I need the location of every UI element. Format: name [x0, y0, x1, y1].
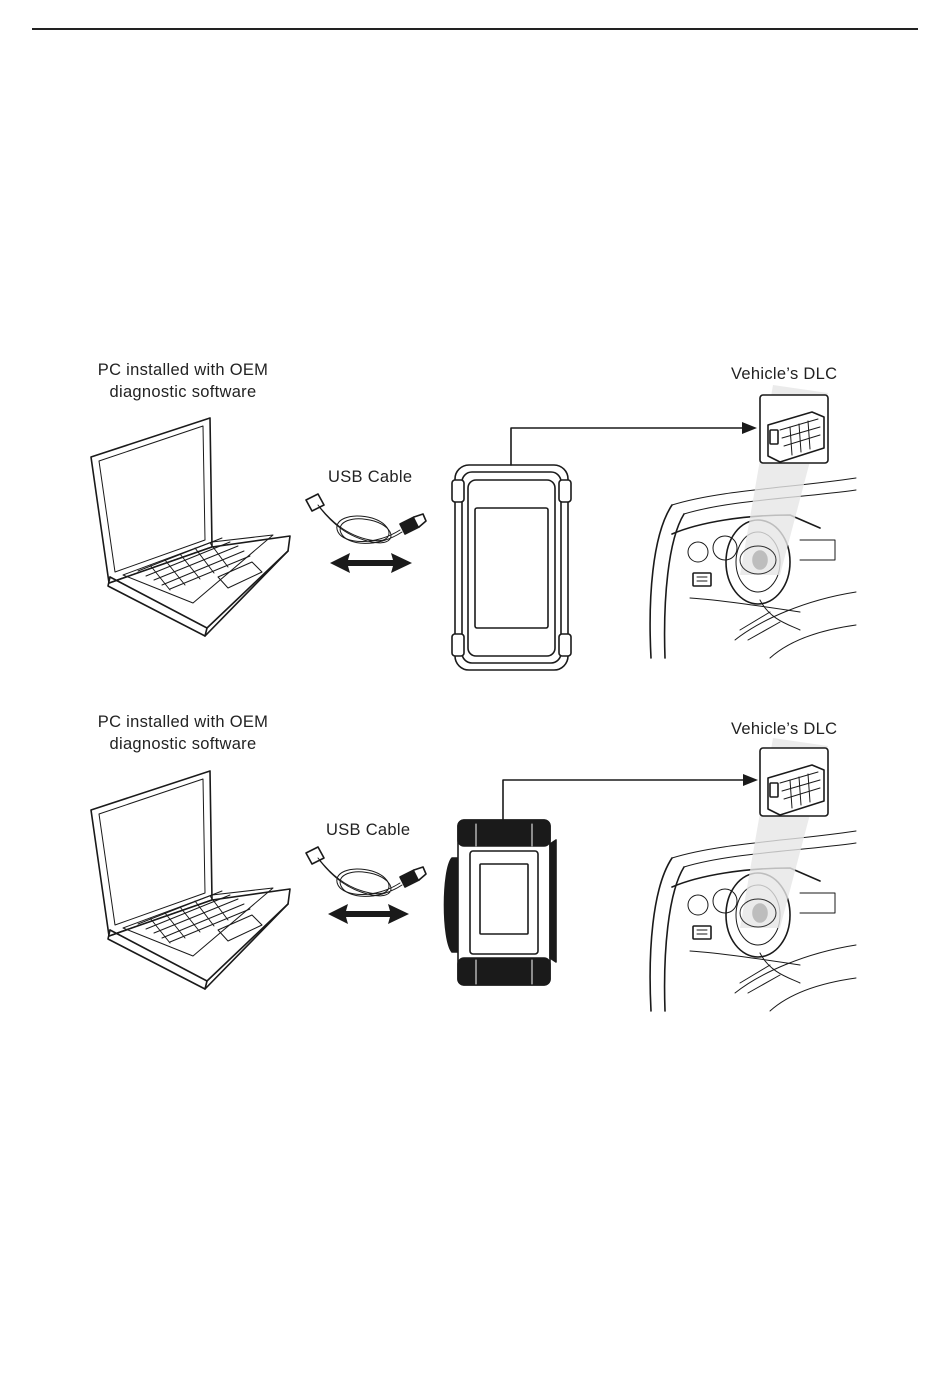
- dlc-connector-icon: [0, 0, 950, 1385]
